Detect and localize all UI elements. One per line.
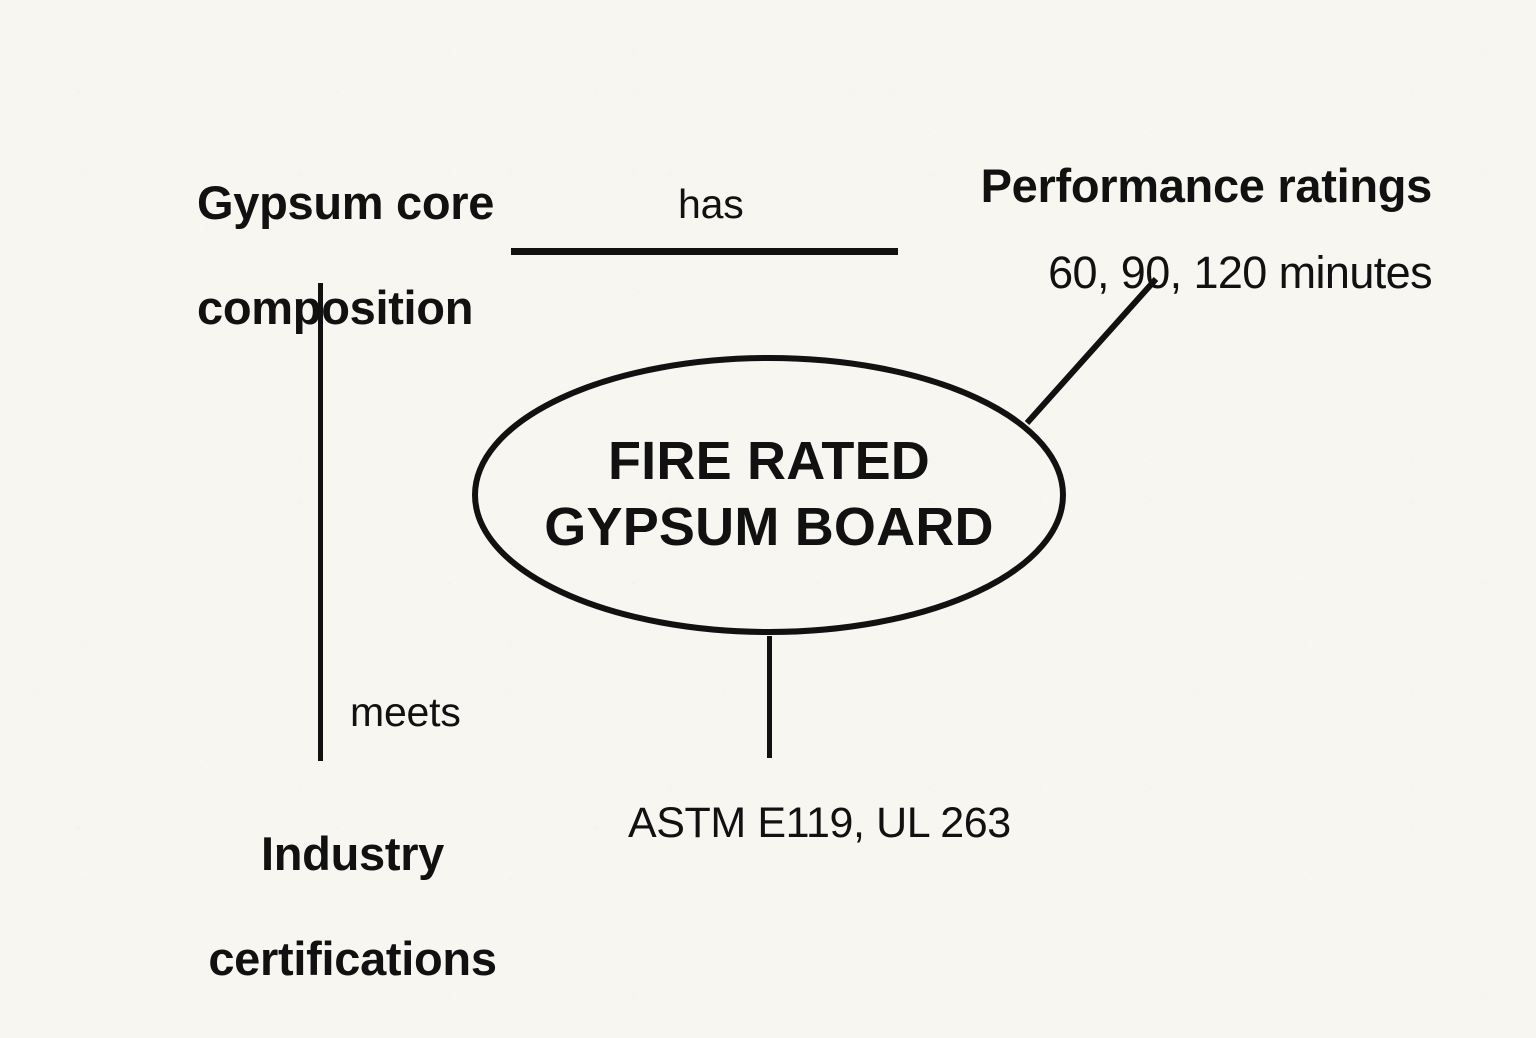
edge-label-meets: meets xyxy=(350,689,461,735)
node-performance-ratings: Performance ratings 60, 90, 120 minutes xyxy=(980,124,1433,334)
node-performance-ratings-values: 60, 90, 120 minutes xyxy=(1048,247,1432,299)
central-node-label-line-1: FIRE RATED xyxy=(608,431,930,492)
node-gypsum-core-line-2: composition xyxy=(197,280,474,334)
central-node-label: FIRE RATED GYPSUM BOARD xyxy=(473,357,1065,633)
node-standards-astm-ul: ASTM E119, UL 263 xyxy=(628,799,1011,847)
node-gypsum-core-line-1: Gypsum core xyxy=(197,175,495,229)
node-industry-certifications-line-1: Industry xyxy=(261,826,445,880)
node-performance-ratings-title: Performance ratings xyxy=(980,158,1433,212)
node-industry-certifications-line-2: certifications xyxy=(208,931,497,985)
central-node-label-line-2: GYPSUM BOARD xyxy=(544,497,994,557)
node-gypsum-core-composition: Gypsum core composition xyxy=(146,124,494,387)
edge-label-has: has xyxy=(678,181,744,227)
node-industry-certifications: Industry certifications xyxy=(150,775,504,1038)
